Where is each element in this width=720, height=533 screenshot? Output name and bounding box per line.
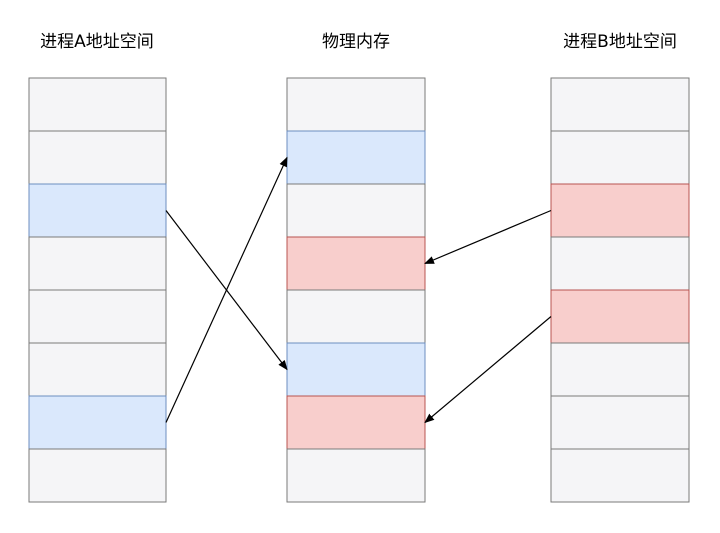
process-a-cell-free: [28, 236, 167, 291]
mapping-arrow: [165, 156, 288, 423]
process-a-cell-blue: [28, 183, 167, 238]
physical-memory-cell-red: [286, 395, 426, 450]
process-a-column: [28, 77, 167, 503]
process-b-cell-free: [550, 236, 690, 291]
physical-memory-cell-blue: [286, 130, 426, 185]
process-b-cell-free: [550, 342, 690, 397]
process-a-cell-blue: [28, 395, 167, 450]
physical-memory-title: 物理内存: [322, 32, 390, 52]
physical-memory-cell-free: [286, 77, 426, 132]
process-a-cell-free: [28, 342, 167, 397]
process-b-cell-red: [550, 183, 690, 238]
physical-memory-cell-blue: [286, 342, 426, 397]
physical-memory-cell-free: [286, 448, 426, 503]
process-a-cell-free: [28, 77, 167, 132]
process-b-column: [550, 77, 690, 503]
process-b-title: 进程B地址空间: [563, 32, 677, 52]
physical-memory-cell-red: [286, 236, 426, 291]
process-b-cell-free: [550, 130, 690, 185]
physical-memory-cell-free: [286, 289, 426, 344]
mapping-arrow: [424, 316, 552, 424]
physical-memory-cell-free: [286, 183, 426, 238]
process-b-cell-free: [550, 395, 690, 450]
process-b-cell-red: [550, 289, 690, 344]
process-a-cell-free: [28, 448, 167, 503]
mapping-arrow: [424, 209, 552, 265]
process-b-cell-free: [550, 448, 690, 503]
process-a-cell-free: [28, 130, 167, 185]
process-a-cell-free: [28, 289, 167, 344]
mapping-arrows: [165, 156, 552, 424]
process-a-title: 进程A地址空间: [40, 32, 154, 52]
physical-memory-column: [286, 77, 426, 503]
process-b-cell-free: [550, 77, 690, 132]
